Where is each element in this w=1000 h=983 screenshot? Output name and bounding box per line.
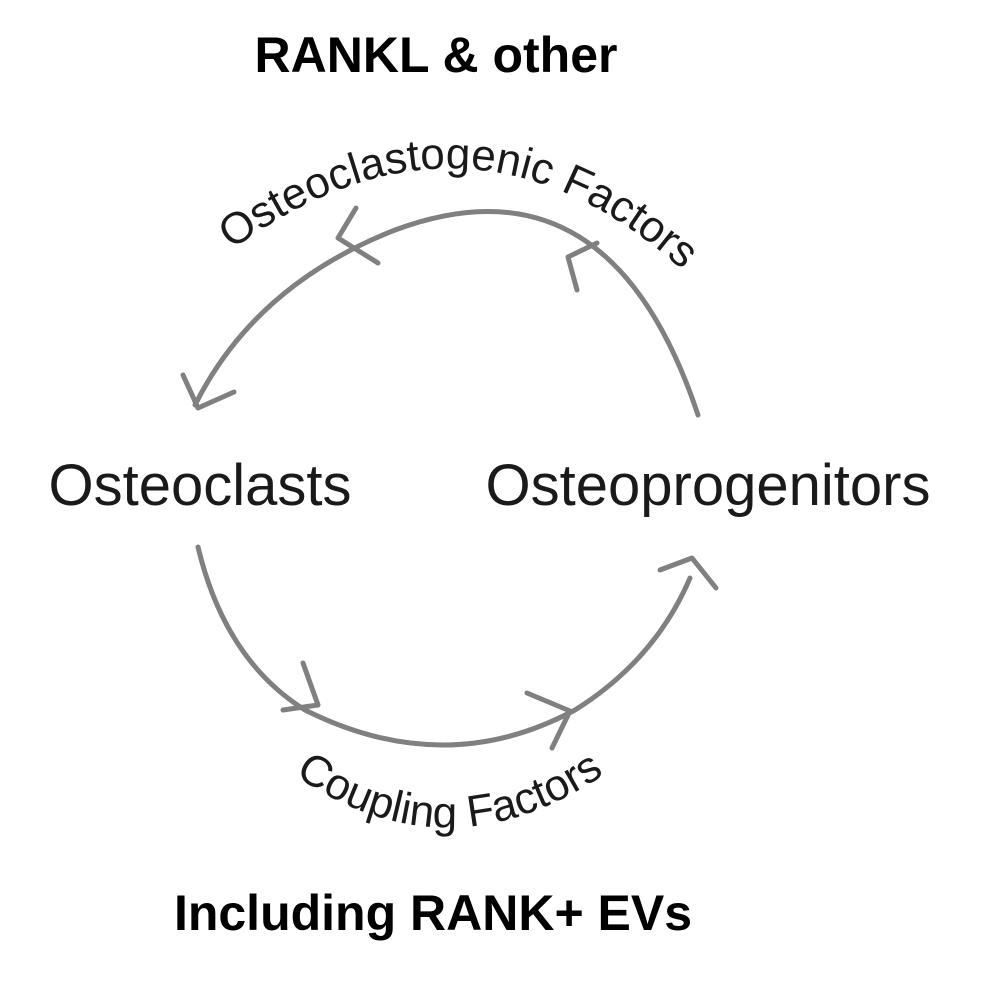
top-arc: [192, 208, 701, 418]
bottom-arc-label-text: Coupling Factors: [289, 741, 610, 837]
osteoprogenitors-label: Osteoprogenitors: [486, 453, 931, 518]
top-arc-label-text: Osteoclastogenic Factors: [210, 129, 709, 277]
osteoclasts-label: Osteoclasts: [49, 453, 352, 518]
top-label: RANKL & other: [255, 27, 618, 83]
bottom-arc-arrowhead-right: [657, 555, 719, 591]
top-arc-label: Osteoclastogenic Factors: [210, 129, 709, 277]
bottom-arc-arrowhead-middle: [524, 690, 573, 751]
top-arc-arrowhead-left: [335, 205, 381, 266]
bottom-arc: [195, 544, 693, 748]
bottom-arc-arrowhead-left: [280, 660, 321, 713]
top-arc-arrowhead-right: [565, 240, 600, 293]
top-arc-arrowhead-bottom: [180, 372, 237, 411]
bottom-arc-label: Coupling Factors: [289, 741, 610, 837]
bottom-label: Including RANK+ EVs: [174, 885, 692, 941]
